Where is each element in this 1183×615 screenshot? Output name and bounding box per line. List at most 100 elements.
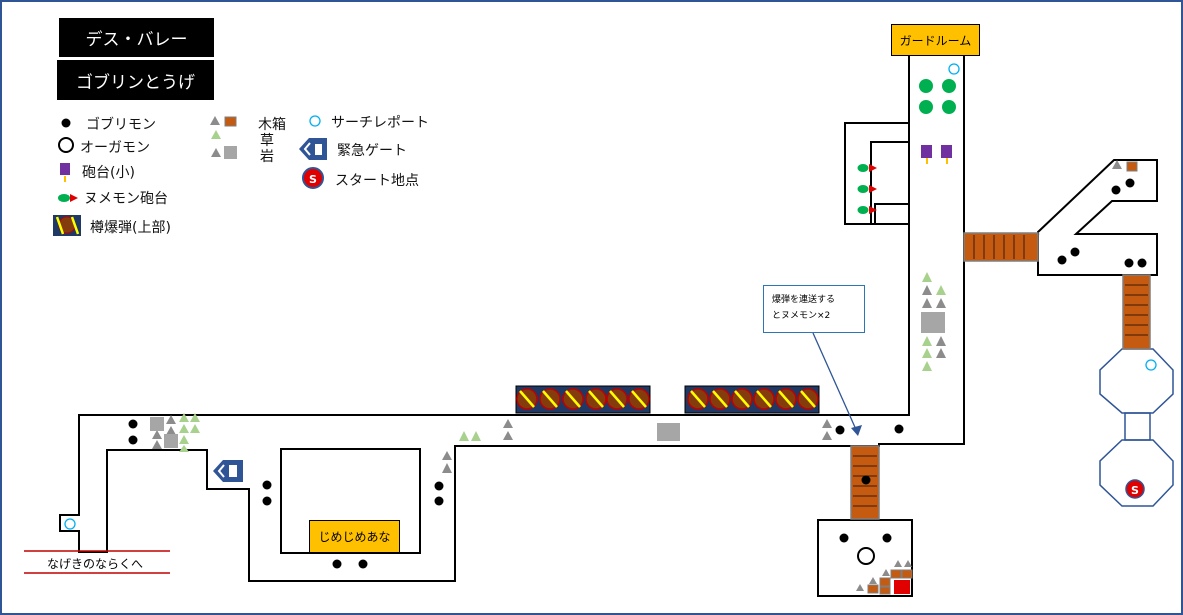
legend-start-icon bbox=[302, 167, 324, 189]
rock bbox=[503, 431, 513, 440]
grass bbox=[922, 272, 932, 282]
goblimon-marker bbox=[434, 496, 444, 506]
wood-box bbox=[890, 569, 902, 579]
wood-box bbox=[1126, 161, 1138, 172]
rock-block bbox=[150, 417, 164, 431]
legend-goblimon-icon bbox=[61, 118, 71, 128]
legend-rock-icon bbox=[211, 148, 221, 157]
numemon-cannon-markers bbox=[857, 164, 877, 214]
goblimon-marker bbox=[128, 419, 138, 429]
goblimon-marker bbox=[332, 559, 342, 569]
goblimon-marker bbox=[358, 559, 368, 569]
rock bbox=[922, 285, 932, 295]
sub-area-title: ゴブリンとうげ bbox=[57, 60, 214, 100]
legend-barrel-bomb-icon bbox=[53, 215, 81, 236]
rock bbox=[152, 430, 162, 439]
area-title: デス・バレー bbox=[59, 18, 214, 57]
goblimon-marker bbox=[861, 475, 871, 485]
numemon-cannon bbox=[857, 164, 877, 172]
legend-barrel-bomb: 樽爆弾(上部) bbox=[90, 220, 171, 236]
start-marker bbox=[1125, 479, 1145, 499]
grass bbox=[936, 285, 946, 295]
bridge-east bbox=[963, 232, 1039, 262]
goblimon-marker bbox=[1070, 247, 1080, 257]
callout-pointer bbox=[812, 332, 859, 435]
rock-markers bbox=[152, 160, 1122, 473]
goblimon-marker bbox=[882, 533, 892, 543]
goblimon-marker bbox=[1057, 255, 1067, 265]
rock bbox=[936, 348, 946, 358]
legend-rock: 岩 bbox=[260, 149, 274, 165]
grass bbox=[471, 431, 481, 441]
barrel-bomb-row-1 bbox=[515, 385, 651, 414]
grass-markers bbox=[179, 272, 946, 452]
grass bbox=[922, 348, 932, 358]
grass bbox=[922, 336, 932, 346]
red-block bbox=[894, 580, 910, 594]
wood-box bbox=[867, 584, 879, 594]
slime-markers bbox=[919, 79, 956, 114]
east-passage-wall bbox=[1037, 159, 1158, 276]
hex-connector bbox=[1124, 412, 1151, 441]
small-cannon bbox=[941, 145, 952, 158]
map-walls bbox=[59, 54, 1158, 597]
rock bbox=[822, 419, 832, 428]
legend-wood-box: 木箱 bbox=[258, 117, 286, 133]
legend-gate-icon bbox=[299, 138, 327, 160]
goblimon-marker bbox=[1124, 258, 1134, 268]
legend-start: スタート地点 bbox=[335, 173, 419, 189]
goblimon-marker bbox=[839, 533, 849, 543]
annex-niche bbox=[874, 203, 910, 225]
search-teleport bbox=[1145, 359, 1157, 371]
teleport-markers bbox=[64, 63, 1157, 530]
legend-ogremon-icon bbox=[58, 137, 74, 153]
slime-marker bbox=[942, 100, 956, 114]
rock-block-markers bbox=[150, 312, 945, 448]
jimejime-hole-label: じめじめあな bbox=[309, 520, 400, 553]
grass bbox=[922, 361, 932, 371]
rock-block bbox=[164, 434, 178, 448]
grass bbox=[190, 413, 200, 422]
goblimon-marker bbox=[262, 480, 272, 490]
grass bbox=[179, 435, 189, 444]
rock bbox=[936, 298, 946, 308]
rock-block bbox=[657, 423, 680, 441]
rock bbox=[1112, 160, 1122, 169]
exit-label[interactable]: なげきのならくへ bbox=[47, 557, 144, 571]
goblimon-markers bbox=[128, 178, 1147, 569]
slime-marker bbox=[919, 79, 933, 93]
callout-line-1: 爆弾を連送する bbox=[772, 295, 836, 305]
guard-room-label: ガードルーム bbox=[891, 24, 980, 56]
rock-block bbox=[921, 312, 945, 333]
barrel-bomb-row-2 bbox=[684, 385, 820, 414]
svg-text:S: S bbox=[309, 173, 317, 186]
legend-numemon-cannon: ヌメモン砲台 bbox=[84, 191, 168, 207]
legend-cannon-icon bbox=[60, 163, 70, 175]
upper-hex-room bbox=[1099, 348, 1174, 414]
slime-marker bbox=[942, 79, 956, 93]
bridges bbox=[850, 232, 1151, 520]
legend-goblimon: ゴブリモン bbox=[86, 117, 156, 133]
rock bbox=[152, 440, 162, 449]
south-room-wall bbox=[817, 519, 913, 597]
numemon-cannon bbox=[857, 206, 877, 214]
callout-line-2: とヌメモン×2 bbox=[772, 311, 831, 321]
wood-box bbox=[901, 569, 913, 579]
rock bbox=[166, 426, 176, 435]
guard-annex-wall bbox=[844, 122, 909, 225]
wood-box-markers bbox=[856, 161, 1138, 595]
legend-numemon-cannon-icon bbox=[58, 194, 70, 202]
wood-box bbox=[879, 577, 891, 587]
small-cannon bbox=[921, 145, 932, 158]
small-cannon-markers bbox=[921, 145, 952, 164]
goblimon-marker bbox=[128, 435, 138, 445]
goblimon-marker bbox=[1125, 178, 1135, 188]
legend-teleport-icon bbox=[309, 115, 321, 127]
rock bbox=[822, 431, 832, 440]
legend-icons: S bbox=[53, 115, 327, 236]
start-chamber bbox=[1099, 348, 1174, 507]
emergency-gate-marker bbox=[213, 460, 243, 482]
grass bbox=[179, 413, 189, 422]
